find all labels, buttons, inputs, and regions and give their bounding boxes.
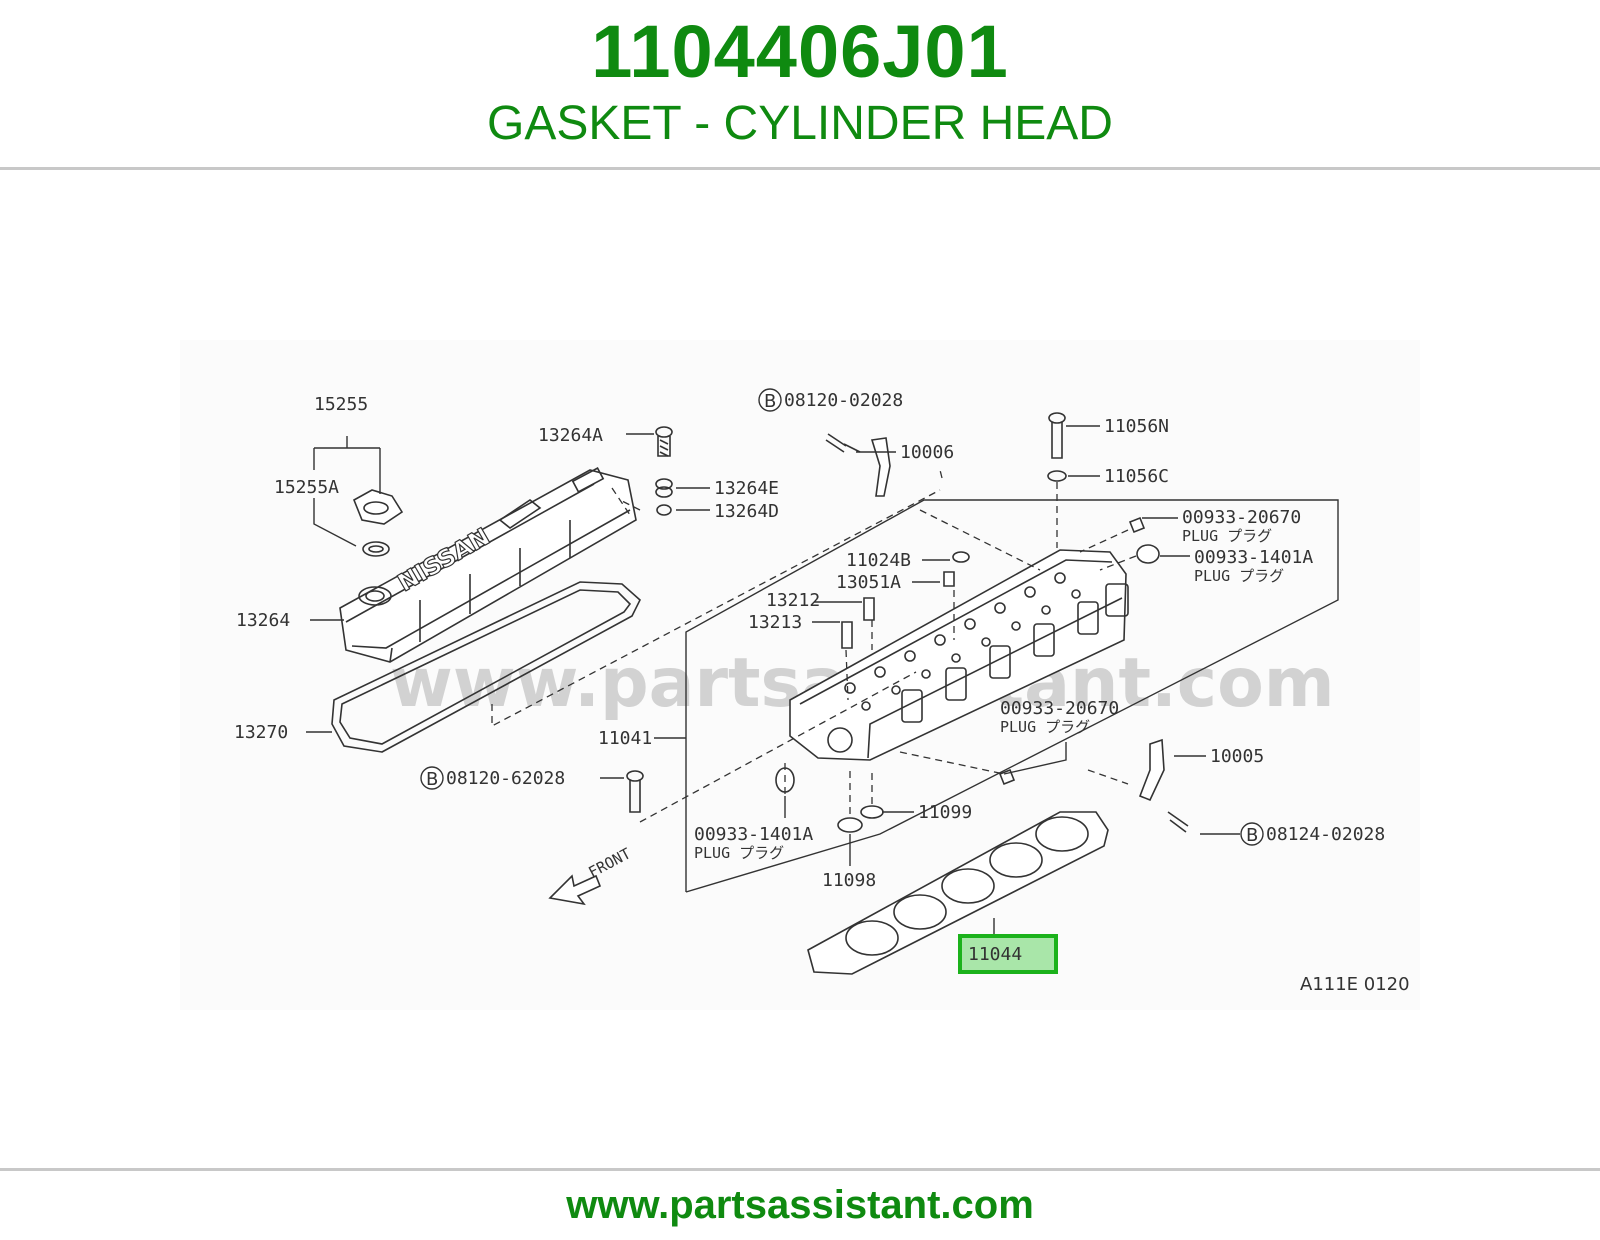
dowel-13213-drawing (841, 621, 853, 649)
cylinder-head-drawing (789, 549, 1129, 761)
stud-11056n-drawing (1047, 412, 1067, 482)
footer-website-link[interactable]: www.partsassistant.com (566, 1183, 1034, 1227)
callout-00933-1401a-bottom[interactable]: 00933-1401A (694, 824, 813, 845)
callout-13213[interactable]: 13213 (748, 612, 802, 633)
drawing-code: A111E 0120 (1300, 974, 1410, 995)
cover-bolt-drawing (655, 426, 673, 516)
plug-label-bottom: PLUG プラグ (694, 844, 784, 862)
callout-11056n[interactable]: 11056N (1104, 416, 1169, 437)
bracket-10005-drawing (1138, 738, 1165, 802)
page-header: 1104406J01 GASKET - CYLINDER HEAD (0, 0, 1600, 168)
head-assembly-bracket (685, 499, 1339, 893)
callout-13270[interactable]: 13270 (234, 722, 288, 743)
circled-b-markers: B B B (420, 388, 1264, 846)
head-gasket-drawing (807, 811, 1109, 975)
svg-text:B: B (426, 769, 438, 790)
callout-13051a[interactable]: 13051A (836, 572, 901, 593)
front-arrow (548, 874, 602, 906)
callout-08120-02028[interactable]: 08120-02028 (784, 390, 903, 411)
part-name-subtitle: GASKET - CYLINDER HEAD (487, 97, 1113, 150)
callout-11056c[interactable]: 11056C (1104, 466, 1169, 487)
seal-11098-drawing (837, 817, 863, 833)
callout-13212[interactable]: 13212 (766, 590, 820, 611)
plug-label-top-2: PLUG プラグ (1194, 567, 1284, 585)
callout-08120-62028[interactable]: 08120-62028 (446, 768, 565, 789)
seal-11099-drawing (860, 805, 884, 819)
plug-00933-1401a-top-drawing (1136, 544, 1160, 564)
callout-11098[interactable]: 11098 (822, 870, 876, 891)
bolt-08124-02028-drawing (1167, 811, 1189, 833)
callout-15255[interactable]: 15255 (314, 394, 368, 415)
plug-00933-20670-top-drawing (1128, 516, 1146, 534)
callout-00933-20670-mid[interactable]: 00933-20670 (1000, 698, 1119, 719)
highlighted-part-box[interactable] (958, 934, 1058, 974)
callout-08124-02028[interactable]: 08124-02028 (1266, 824, 1385, 845)
plug-00933-20670-mid-drawing (998, 768, 1016, 786)
callout-00933-1401a-top[interactable]: 00933-1401A (1194, 547, 1313, 568)
callout-15255a[interactable]: 15255A (274, 477, 339, 498)
bolt-08120-02028-drawing (825, 433, 861, 453)
callout-13264e[interactable]: 13264E (714, 478, 779, 499)
plug-label-mid: PLUG プラグ (1000, 718, 1090, 736)
footer-divider (0, 1168, 1600, 1171)
seal-11024b-drawing (952, 551, 970, 563)
callout-labels: 15255 15255A 13264 13270 13264A 13264E 1… (234, 390, 1410, 995)
bolt-08120-62028-drawing (626, 770, 644, 813)
callout-11099[interactable]: 11099 (918, 802, 972, 823)
callout-13264[interactable]: 13264 (236, 610, 290, 631)
callout-11024b[interactable]: 11024B (846, 550, 911, 571)
rocker-cover-drawing (339, 467, 637, 663)
oil-filler-cap-drawing (352, 489, 404, 557)
dowel-13212-drawing (863, 597, 875, 621)
callout-00933-20670-top[interactable]: 00933-20670 (1182, 507, 1301, 528)
svg-text:B: B (1246, 825, 1258, 846)
callout-11041[interactable]: 11041 (598, 728, 652, 749)
header-divider (0, 167, 1600, 170)
leader-lines (306, 425, 1240, 936)
svg-text:B: B (764, 391, 776, 412)
callout-10006[interactable]: 10006 (900, 442, 954, 463)
callout-13264d[interactable]: 13264D (714, 501, 779, 522)
rocker-cover-gasket-drawing (331, 581, 641, 753)
stud-13051a-drawing (943, 571, 955, 587)
callout-13264a[interactable]: 13264A (538, 425, 603, 446)
callout-10005[interactable]: 10005 (1210, 746, 1264, 767)
callout-11044[interactable]: 11044 (968, 944, 1022, 965)
plug-label-top-1: PLUG プラグ (1182, 527, 1272, 545)
part-number-title: 1104406J01 (591, 10, 1009, 93)
